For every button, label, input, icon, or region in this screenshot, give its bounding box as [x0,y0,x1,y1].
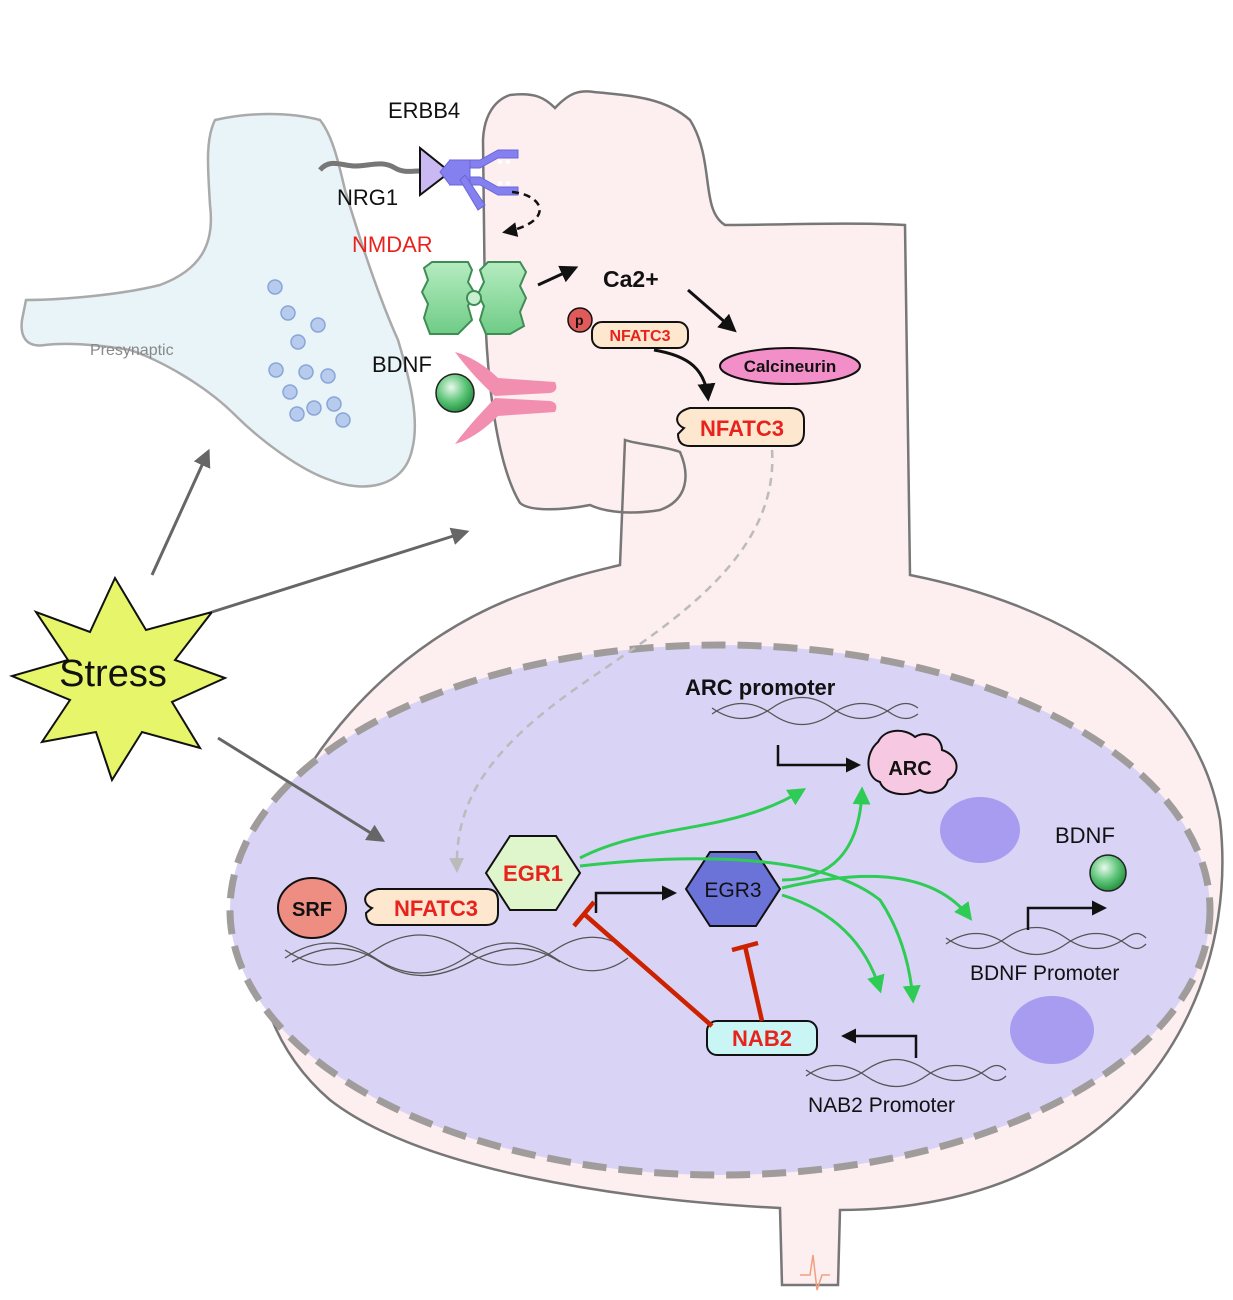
bdnf-transcription-arrow [1026,900,1107,930]
nfatc3-active-label: NFATC3 [700,416,784,441]
egr1-node [484,835,582,911]
stress-to-nucleus-arrow [217,736,386,842]
presynaptic-terminal [20,112,417,488]
erbb4-label: ERBB4 [388,98,460,123]
stress-burst-icon [8,575,228,783]
arc-promoter-label: ARC promoter [685,675,836,700]
nab2-promoter-label: NAB2 Promoter [808,1094,955,1117]
action-potential-icon [800,1254,830,1291]
nfatc3-active-box [676,407,805,447]
nfatc3-phospho-box [591,321,689,349]
erbb4-receptor-icon [439,149,519,211]
trkb-receptor-icon [455,352,557,444]
calcineurin-label: Calcineurin [744,357,837,376]
egr3-node [684,851,782,927]
vesicle-icon [267,279,351,428]
nmdar-channel-icon [420,261,528,335]
presynaptic-label: Presynaptic [90,342,174,359]
bdnf-synapse-label: BDNF [372,352,432,377]
nrg1-label: NRG1 [337,185,398,210]
nucleolus [940,797,1020,863]
nucleolus [1010,996,1094,1064]
ca2-to-calcineurin-arrow [687,288,737,333]
nab2-transcription-arrow [841,1028,918,1058]
arc-protein-shape [867,729,958,796]
nmdar-to-ca2-arrow [537,265,579,287]
bdnf-nucleus-icon [1089,854,1127,892]
nrg1-chain [318,160,426,174]
bdnf-ligand-icon [435,373,475,413]
nfatc3-phospho-label: NFATC3 [609,328,670,345]
stress-to-spine-arrow [211,527,470,614]
arc-label: ARC [888,758,931,780]
nfatc3-dephospho-arrow [653,348,716,402]
ca2-label: Ca2+ [603,266,659,292]
nmdar-label: NMDAR [352,232,433,257]
nab2-label: NAB2 [732,1026,792,1051]
nab2-inhibits-egr1 [572,900,714,1028]
egr3-transcription-arrow [594,885,677,913]
stress-to-presynaptic-arrow [150,448,211,576]
dna-icon [945,926,1147,956]
nrg1-ligand-icon [419,145,452,198]
nab2-inhibits-egr3 [731,940,765,1022]
dna-icon [284,934,629,977]
nfatc3-nucleus-box [364,888,499,926]
egr3-label: EGR3 [704,879,761,902]
dna-icon [805,1058,1007,1088]
calcineurin-box [719,347,861,385]
activation-arrows [579,786,973,1004]
egr1-label: EGR1 [503,861,563,886]
dna-icon [711,696,919,726]
arc-transcription-arrow [776,745,861,773]
erbb4-to-nmdar-arrow [502,190,541,237]
phospho-marker-icon [567,307,593,333]
nfatc3-nucleus-label: NFATC3 [394,896,478,921]
srf-node [277,877,347,939]
phospho-label: p [575,312,584,328]
bdnf-promoter-label: BDNF Promoter [970,962,1119,985]
bdnf-nucleus-label: BDNF [1055,823,1115,848]
srf-label: SRF [292,899,332,921]
stress-label: Stress [59,653,167,695]
